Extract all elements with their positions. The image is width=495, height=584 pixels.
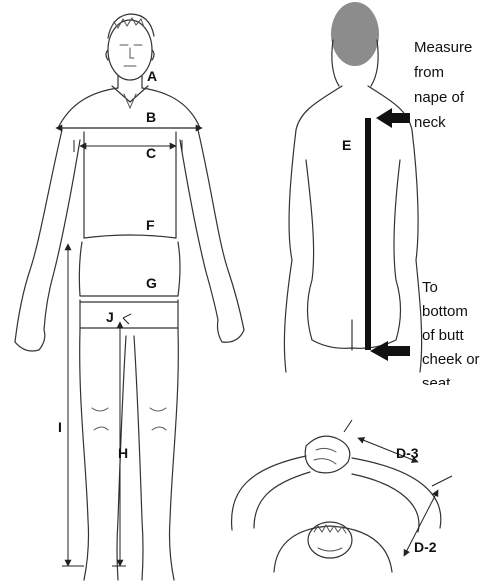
- label-f: F: [146, 217, 155, 233]
- svg-text:Measure: Measure: [414, 39, 472, 56]
- svg-text:bottom: bottom: [422, 303, 468, 320]
- svg-text:of butt: of butt: [422, 327, 465, 344]
- label-e: E: [342, 137, 351, 153]
- back-head-hair: [331, 2, 379, 66]
- label-d2: D-2: [414, 539, 437, 555]
- front-figure: A B C F G J I H: [15, 14, 244, 580]
- label-j: J: [106, 309, 114, 325]
- svg-text:To: To: [422, 279, 438, 296]
- svg-text:cheek or: cheek or: [422, 351, 480, 368]
- label-a: A: [147, 68, 157, 84]
- label-b: B: [146, 109, 156, 125]
- label-h: H: [118, 445, 128, 461]
- back-note-bottom: To bottom of butt cheek or seat: [422, 279, 480, 392]
- label-c: C: [146, 145, 156, 161]
- label-g: G: [146, 275, 157, 291]
- back-figure-crop: [280, 385, 495, 399]
- arrow-right-icon: [370, 341, 410, 361]
- svg-text:nape of: nape of: [414, 89, 465, 106]
- label-d3: D-3: [396, 445, 419, 461]
- back-note-top: Measure from nape of neck: [414, 39, 472, 131]
- label-i: I: [58, 419, 62, 435]
- back-figure: E Measure from nape of neck To bottom of…: [280, 2, 495, 399]
- arrow-right-icon: [376, 108, 410, 128]
- arms-figure: D-3 D-2: [232, 420, 452, 572]
- svg-text:from: from: [414, 64, 444, 81]
- svg-text:neck: neck: [414, 114, 446, 131]
